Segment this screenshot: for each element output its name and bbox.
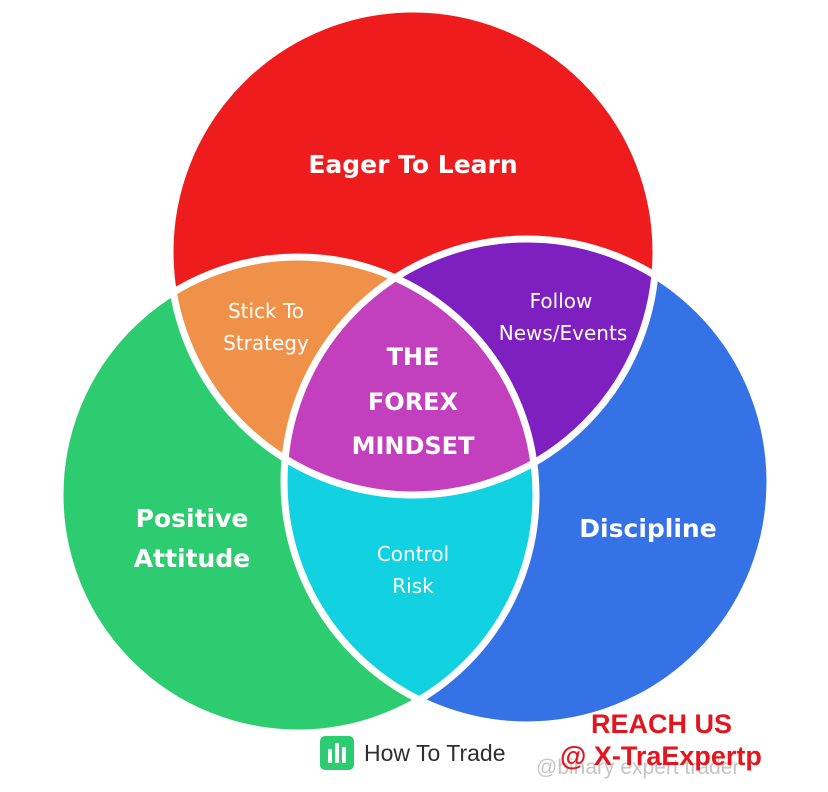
outline-right	[280, 235, 774, 729]
watermark: @binary expert trader	[536, 756, 740, 779]
reach-us-line1: REACH US	[591, 709, 733, 739]
brand: How To Trade	[320, 736, 505, 770]
label-follow-news-line2: News/Events	[499, 321, 628, 345]
brand-name: How To Trade	[364, 739, 506, 766]
label-center-line1: THE	[387, 343, 440, 371]
reach-us-line2: @ X-TraExpertp	[560, 741, 762, 771]
reach-us: REACH US @ X-TraExpertp	[560, 708, 810, 772]
label-control-risk-line1: Control	[377, 542, 449, 566]
bar-chart-logo-icon	[320, 736, 354, 770]
label-discipline: Discipline	[579, 514, 716, 543]
label-stick-to-strategy-line1: Stick To	[228, 299, 304, 323]
label-stick-to-strategy-line2: Strategy	[223, 331, 309, 355]
outline-top	[166, 5, 660, 499]
label-center-line2: FOREX	[368, 388, 459, 416]
label-eager-to-learn: Eager To Learn	[308, 150, 517, 179]
label-positive-attitude-line2: Attitude	[134, 544, 250, 573]
outline-left	[56, 253, 540, 737]
label-follow-news-line1: Follow	[530, 289, 593, 313]
label-control-risk-line2: Risk	[392, 574, 434, 598]
label-positive-attitude-line1: Positive	[136, 504, 249, 533]
label-center-line3: MINDSET	[352, 432, 476, 460]
